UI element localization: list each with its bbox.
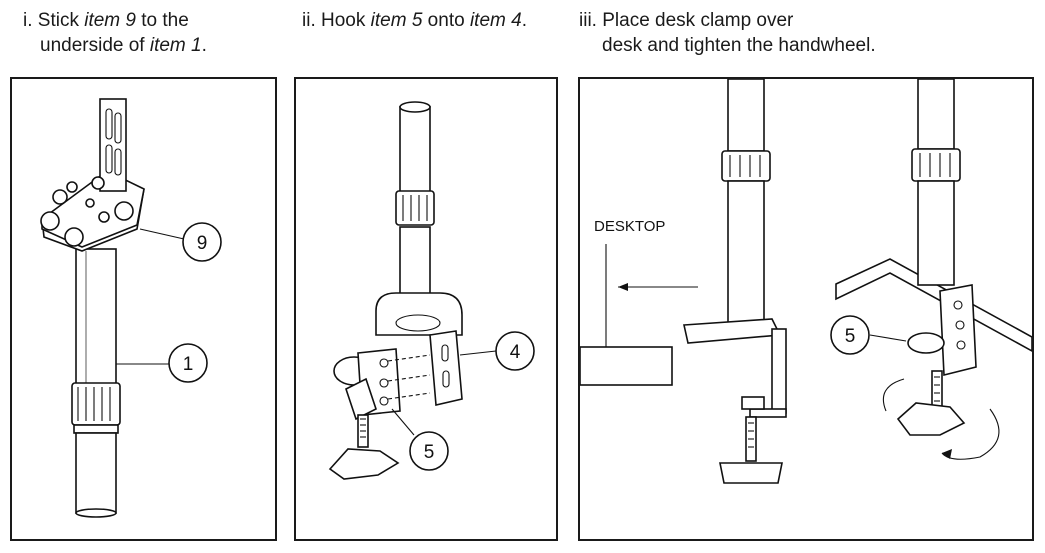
callout-circle-4 [495, 331, 535, 371]
handwheel [896, 402, 966, 436]
step-1-caption: i. Stick item 9 to the underside of item… [23, 8, 207, 58]
step-2-numeral: ii. [302, 10, 316, 31]
step-3-text-a: Place desk clamp over [596, 10, 794, 31]
step-3-caption: iii. Place desk clamp over desk and tigh… [579, 8, 876, 58]
step-2-caption: ii. Hook item 5 onto item 4. [302, 8, 527, 33]
callout-circle-1 [168, 343, 208, 383]
step-3-illustration-panel: DESKTOP [578, 77, 1034, 541]
clamp-bracket-item-4 [429, 330, 463, 406]
step-3-numeral: iii. [579, 10, 597, 31]
clamp-bracket [939, 284, 977, 377]
base-plate-item-9 [40, 98, 145, 252]
pole-collar [911, 148, 961, 182]
pole-collar [395, 190, 435, 226]
callout-circle-5 [409, 431, 449, 471]
pole-collar [721, 150, 771, 182]
clamp-hook [907, 332, 945, 354]
callout-label-5: 5 [845, 326, 856, 347]
step-2-item-ref-b: item 4 [469, 10, 522, 31]
desk-corner [835, 258, 1032, 352]
pole-lower-section [75, 432, 117, 514]
step-1-text-d: . [201, 35, 207, 56]
step-2-text-c: . [521, 10, 527, 31]
callout-label-1: 1 [183, 354, 194, 375]
step-1-text-a: Stick [32, 10, 85, 31]
pole-bottom-end [75, 508, 117, 518]
step-1-text-c: underside of [40, 35, 150, 56]
step-1-item-ref-b: item 1 [149, 35, 202, 56]
handwheel [328, 448, 400, 480]
step-2-drawing: 4 5 [328, 101, 535, 480]
clamp-assembly-side-view [683, 79, 787, 484]
step-3-text-b: desk and tighten the handwheel. [602, 35, 876, 56]
callout-circle-9 [182, 222, 222, 262]
step-1-numeral: i. [23, 10, 33, 31]
step-2-illustration-panel: 4 5 [294, 77, 558, 541]
handwheel [719, 462, 783, 484]
step-2-text-a: Hook [315, 10, 371, 31]
callout-label-4: 4 [510, 342, 521, 363]
clamp-on-desk-perspective-view [835, 79, 1032, 460]
callout-label-5: 5 [424, 442, 435, 463]
step-1-drawing: 9 1 [40, 98, 222, 518]
callout-label-9: 9 [197, 233, 208, 254]
clamp-hook-item-5 [328, 348, 401, 480]
direction-arrowhead [618, 283, 628, 291]
desktop-label: DESKTOP [594, 218, 665, 235]
pole-collar [71, 382, 121, 434]
step-2-item-ref-a: item 5 [370, 10, 423, 31]
step-1-illustration-panel: 9 1 [10, 77, 277, 541]
callout-circle-5 [830, 315, 870, 355]
desktop-edge [580, 346, 673, 386]
step-2-text-b: onto [422, 10, 470, 31]
step-3-drawing: DESKTOP [580, 79, 1032, 484]
step-1-item-ref-a: item 9 [84, 10, 136, 31]
step-1-text-b: to the [135, 10, 189, 31]
clamp-top-housing [375, 292, 463, 336]
pole-upper-section [75, 248, 117, 390]
